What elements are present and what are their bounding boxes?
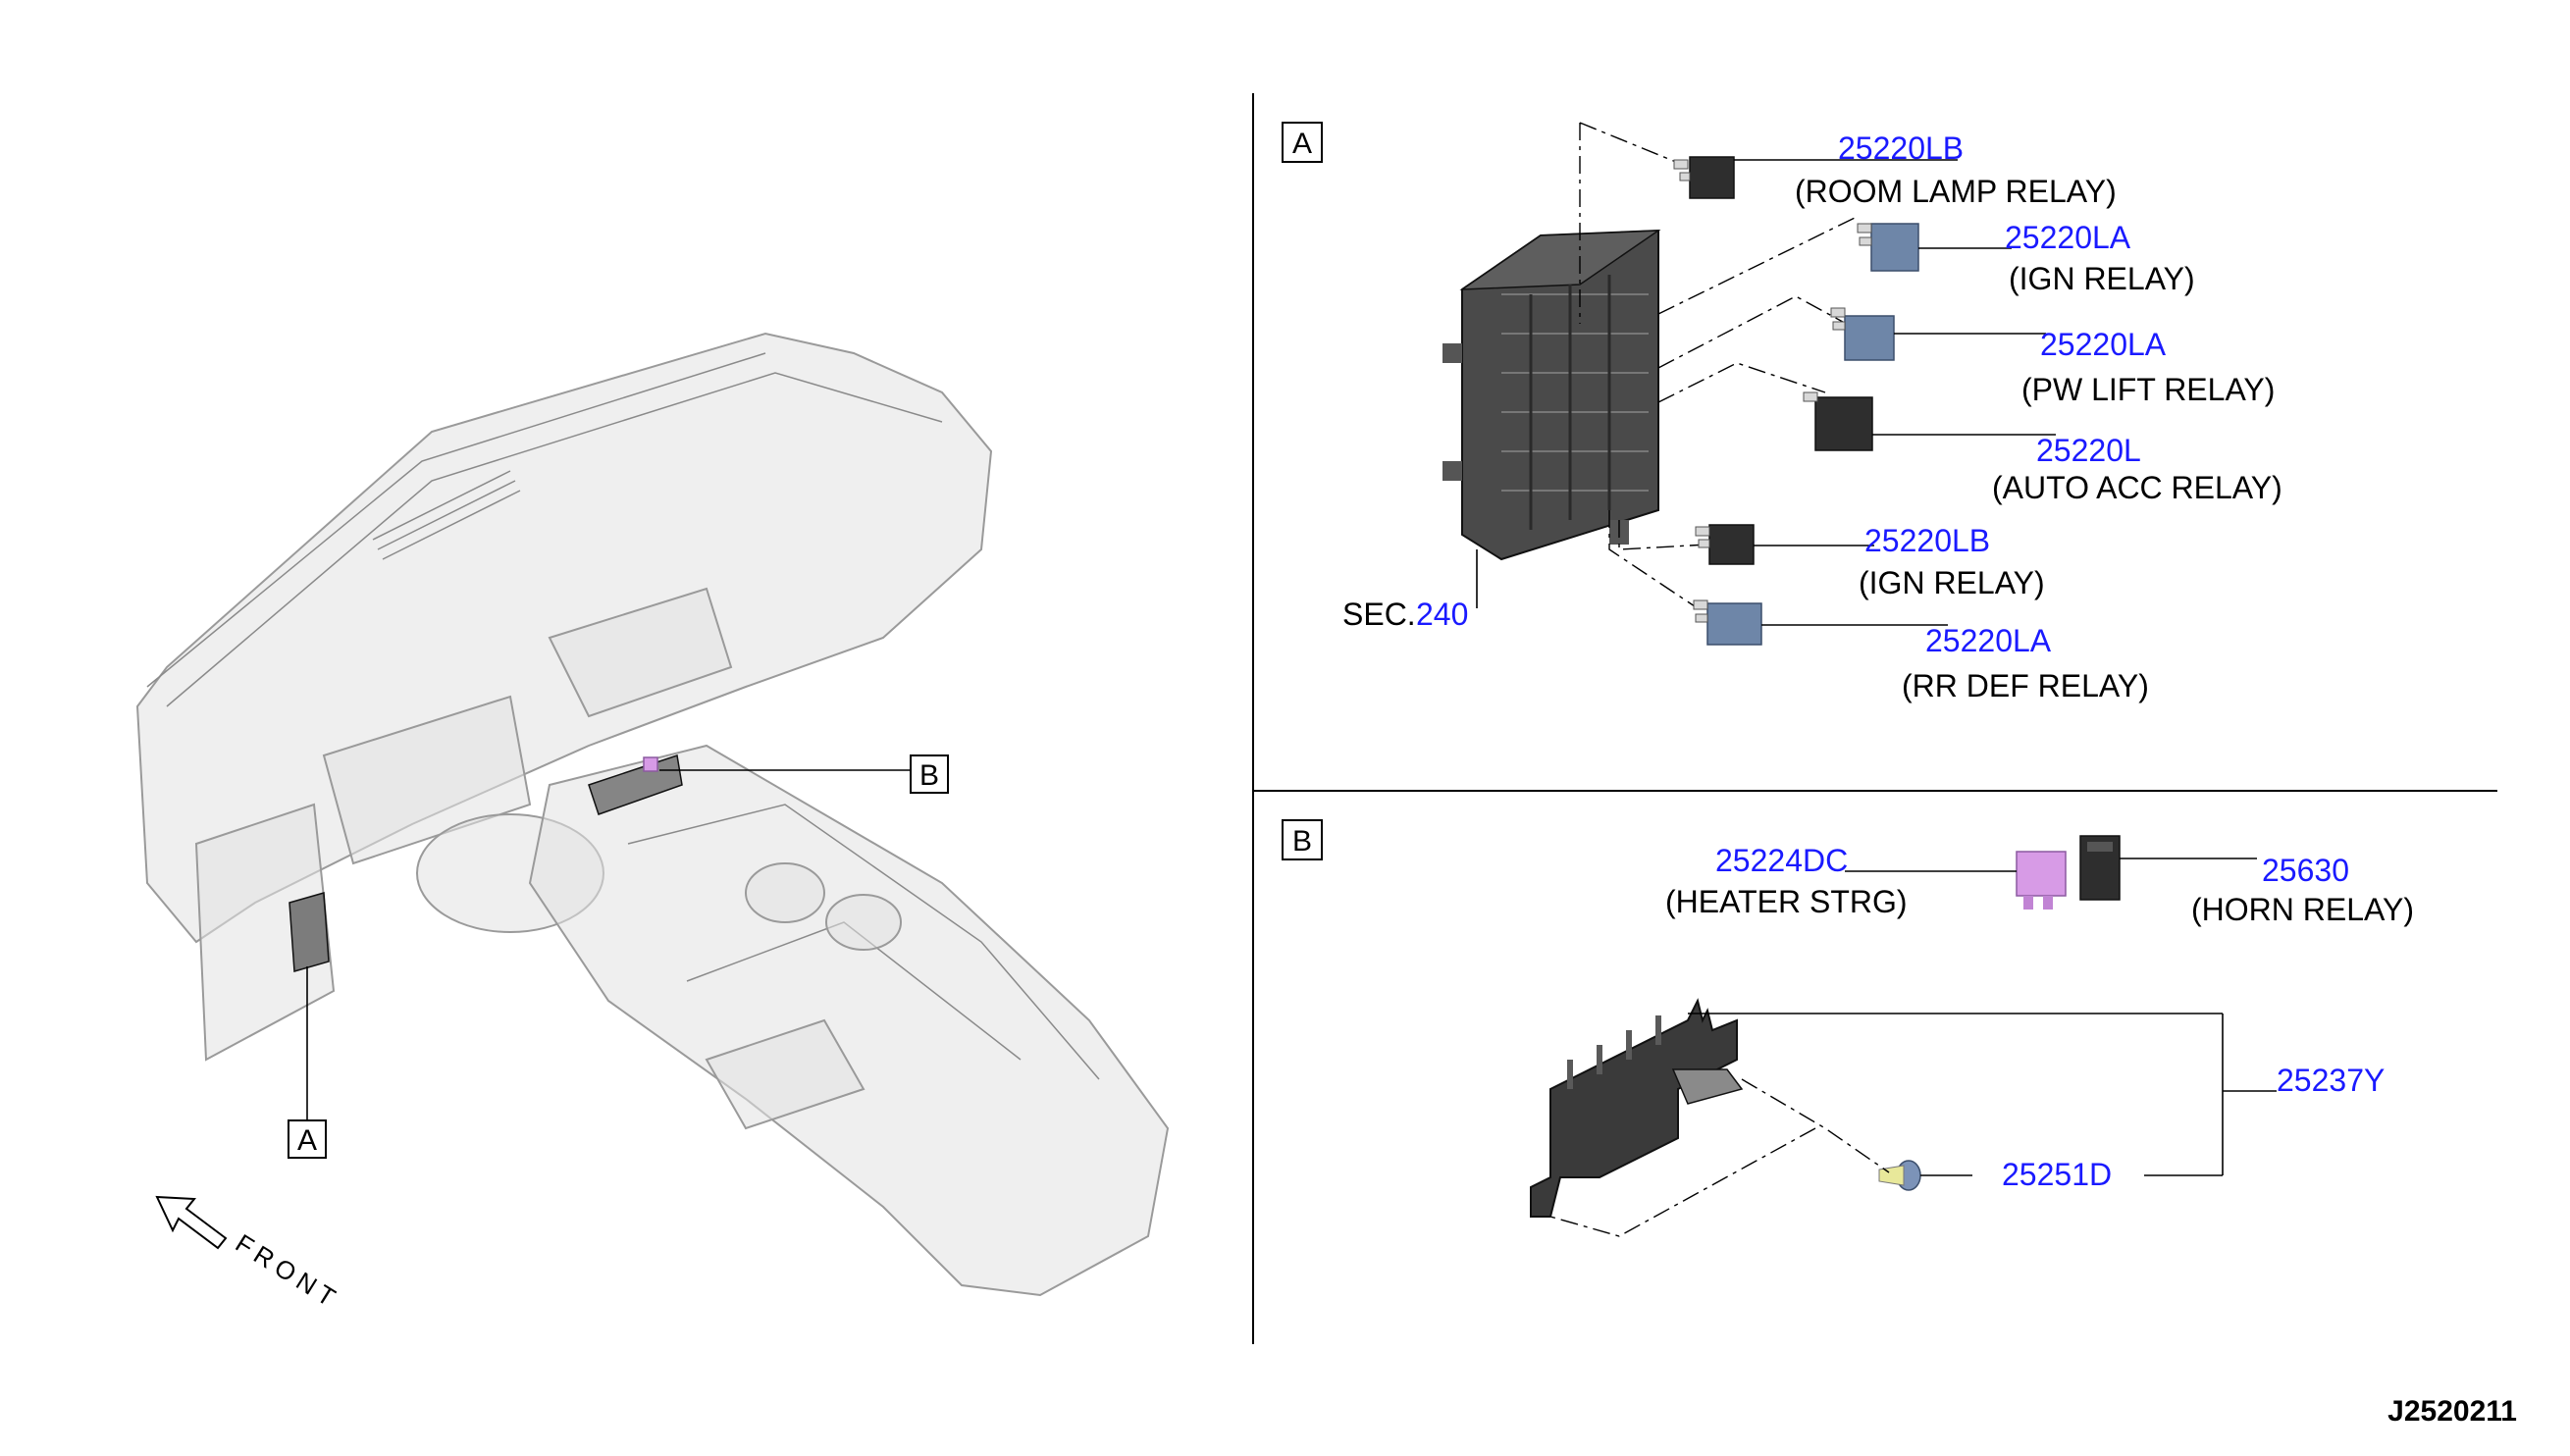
part-desc-ign-relay-1: (IGN RELAY): [2009, 261, 2195, 296]
pw-lift-relay-icon: [1830, 307, 1895, 361]
dashboard-overview: B A FRONT: [135, 332, 1170, 1316]
clip-icon: [1878, 1160, 1921, 1191]
part-desc-auto-acc-relay: (AUTO ACC RELAY): [1992, 470, 2282, 505]
panel-b: B 25224DC (HEATER STRG) 25630 (HORN RELA…: [1282, 819, 2414, 1237]
part-desc-room-lamp-relay: (ROOM LAMP RELAY): [1795, 174, 2117, 209]
part-number-auto-acc-relay[interactable]: 25220L: [2036, 433, 2141, 468]
part-number-pw-lift-relay[interactable]: 25220LA: [2040, 327, 2167, 362]
heater-strg-relay-icon: [2016, 851, 2067, 910]
part-number-rr-def-relay[interactable]: 25220LA: [1925, 623, 2052, 658]
part-desc-pw-lift-relay: (PW LIFT RELAY): [2021, 372, 2275, 407]
part-number-heater-strg[interactable]: 25224DC: [1715, 843, 1848, 878]
panel-a-callout-label: A: [1292, 128, 1312, 160]
ign-relay-2-icon: [1695, 524, 1755, 565]
part-number-room-lamp-relay[interactable]: 25220LB: [1838, 130, 1964, 166]
overview-callout-a[interactable]: [288, 1119, 327, 1159]
overview-callout-a-label: A: [297, 1124, 317, 1157]
sec-ref-number[interactable]: 240: [1416, 597, 1468, 632]
part-number-ign-relay-2[interactable]: 25220LB: [1864, 523, 1990, 558]
relay-bracket-illustration: [1530, 998, 1744, 1218]
panel-b-callout-label: B: [1292, 825, 1312, 858]
front-arrow-icon: [155, 1195, 228, 1250]
fuse-block-illustration: [1442, 229, 1661, 561]
part-desc-ign-relay-2: (IGN RELAY): [1859, 565, 2045, 600]
panel-a: A SEC. 240: [1282, 122, 2282, 703]
ign-relay-1-icon: [1857, 223, 1919, 272]
sec-ref-prefix: SEC.: [1342, 597, 1416, 632]
panel-a-callout-box: [1282, 122, 1323, 163]
part-desc-heater-strg: (HEATER STRG): [1665, 884, 1908, 919]
drawing-number: J2520211: [2387, 1395, 2517, 1428]
rr-def-relay-icon: [1693, 599, 1762, 646]
part-number-horn-relay[interactable]: 25630: [2262, 853, 2349, 888]
room-lamp-relay-icon: [1673, 156, 1735, 199]
panel-b-callout-box: [1282, 819, 1323, 860]
part-desc-horn-relay: (HORN RELAY): [2191, 892, 2414, 927]
horn-relay-icon: [2079, 835, 2121, 901]
part-number-bracket[interactable]: 25237Y: [2277, 1063, 2385, 1098]
part-number-ign-relay-1[interactable]: 25220LA: [2005, 220, 2131, 255]
front-label: FRONT: [231, 1228, 345, 1316]
overview-callout-b[interactable]: [910, 754, 949, 794]
auto-acc-relay-icon: [1803, 391, 1873, 451]
overview-callout-b-label: B: [919, 759, 939, 792]
part-number-clip[interactable]: 25251D: [2002, 1157, 2112, 1192]
part-desc-rr-def-relay: (RR DEF RELAY): [1902, 668, 2149, 703]
